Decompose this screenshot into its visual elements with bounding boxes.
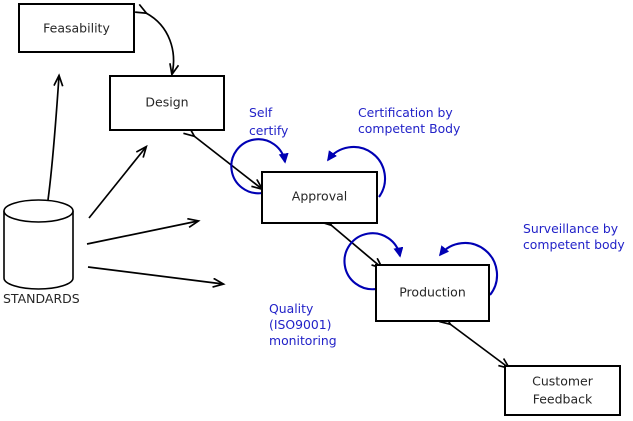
customer-feedback-label-line2: Feedback [533, 392, 593, 407]
loop-surveillance-arrow [440, 241, 499, 296]
annotation-certification: Certification by competent Body [358, 105, 460, 136]
annotation-self-certify: Self certify [249, 105, 288, 138]
customer-feedback-label-line1: Customer [532, 374, 594, 389]
production-box [375, 264, 490, 322]
edge-production-customer-feedback [450, 324, 509, 368]
node-production[interactable]: Production [375, 264, 490, 322]
node-customer-feedback[interactable]: Customer Feedback [504, 365, 621, 416]
quality-line1: Quality [269, 301, 313, 316]
standards-label: STANDARDS [3, 291, 80, 306]
edge-standards-feasability [47, 76, 59, 201]
feasability-box [18, 3, 135, 53]
design-label: Design [145, 95, 188, 110]
feasability-label: Feasability [43, 21, 110, 36]
node-design[interactable]: Design [109, 75, 225, 131]
edge-design-approval [194, 136, 262, 189]
surveillance-line1: Surveillance by [523, 221, 618, 236]
certification-line2: competent Body [358, 121, 460, 136]
edge-standards-production [87, 266, 223, 284]
loop-self-certify-arrow [230, 138, 285, 195]
annotation-surveillance: Surveillance by competent body [523, 221, 625, 252]
edge-approval-production [331, 225, 382, 268]
loop-certification-arrow [328, 145, 387, 198]
loop-quality-arrow [343, 232, 400, 291]
node-feasability[interactable]: Feasability [18, 3, 135, 53]
design-box [109, 75, 225, 131]
self-certify-line2: certify [249, 123, 288, 138]
quality-line2: (ISO9001) [269, 317, 331, 332]
quality-line3: monitoring [269, 333, 337, 348]
edge-standards-design [88, 147, 146, 219]
approval-box [261, 171, 378, 224]
production-label: Production [399, 285, 466, 300]
self-certify-line1: Self [249, 105, 273, 120]
edge-feasability-design [146, 13, 174, 74]
edge-standards-approval [86, 221, 198, 245]
cylinder-top [3, 199, 74, 223]
customer-feedback-box [504, 365, 621, 416]
annotation-quality-monitoring: Quality (ISO9001) monitoring [269, 301, 337, 348]
cylinder-body [3, 211, 74, 290]
surveillance-line2: competent body [523, 237, 625, 252]
node-standards[interactable]: STANDARDS [3, 199, 80, 306]
approval-label: Approval [292, 189, 347, 204]
certification-line1: Certification by [358, 105, 453, 120]
node-approval[interactable]: Approval [261, 171, 378, 224]
